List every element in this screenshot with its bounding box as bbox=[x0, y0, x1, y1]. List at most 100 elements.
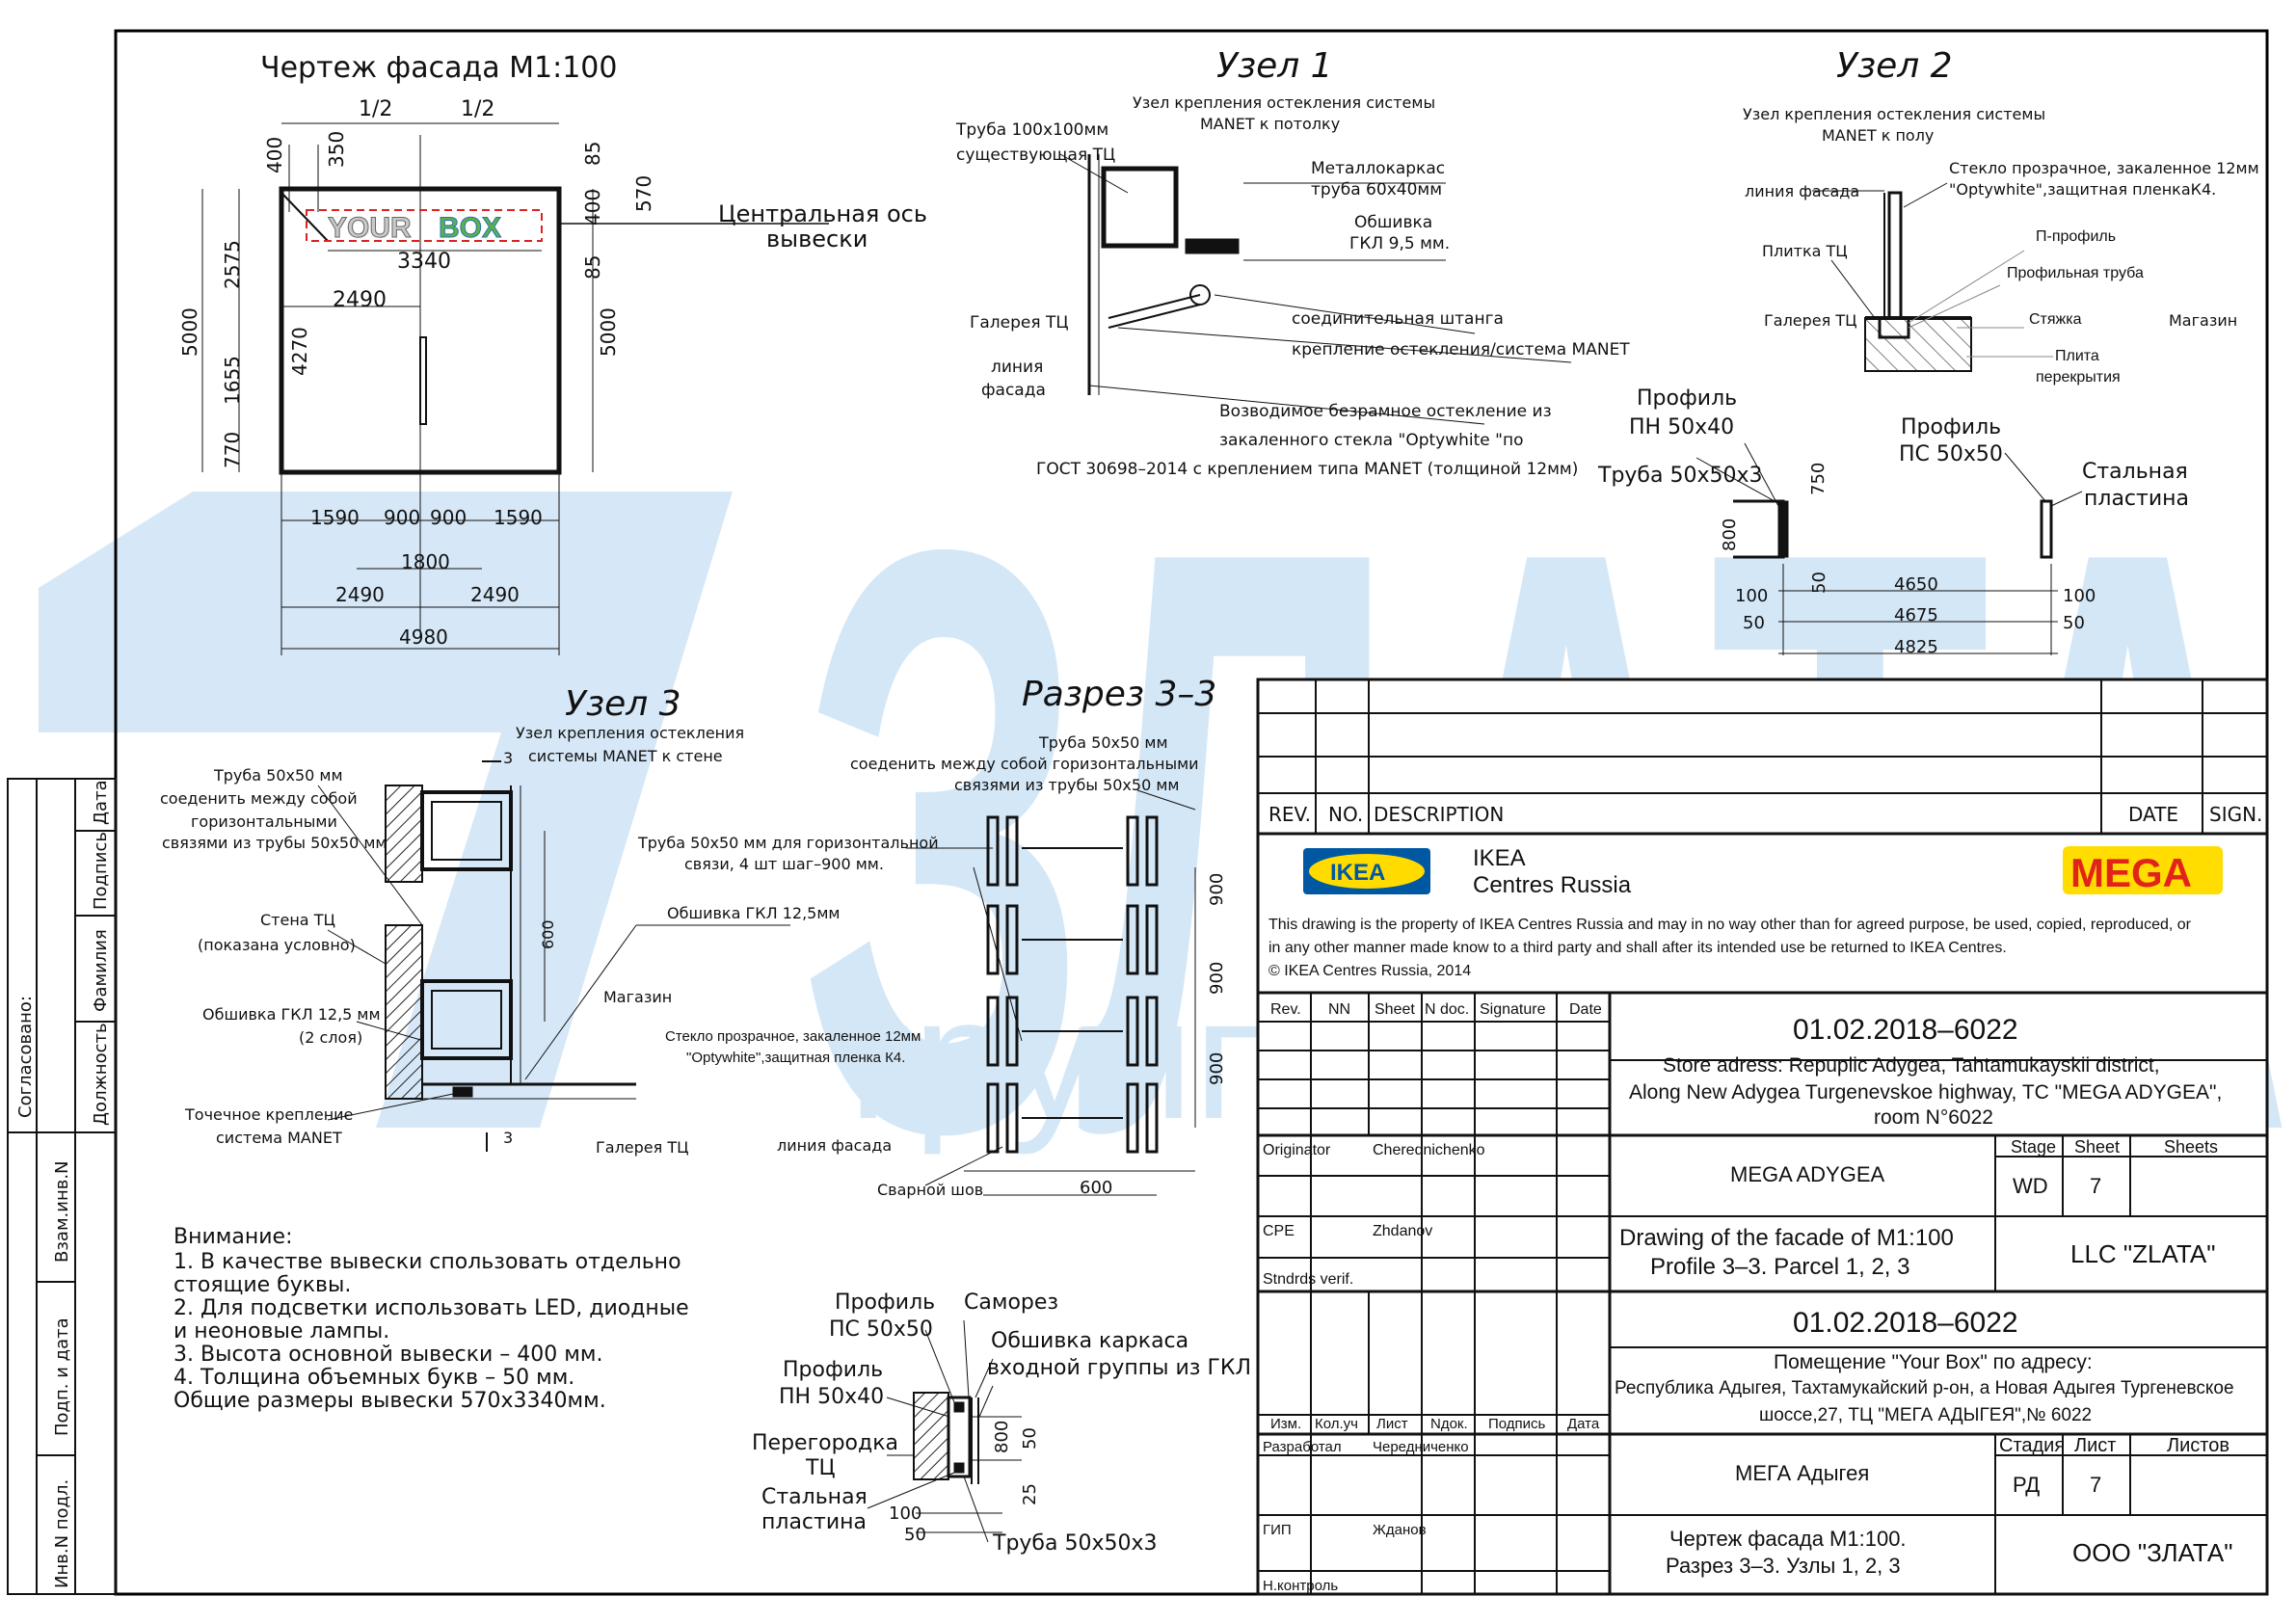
title-block-stndrd-label: Stndrds verif. bbox=[1263, 1271, 1353, 1288]
facade-drawing: Чертеж фасада М1:100 YOUR BOX 1/2 1/2 40… bbox=[178, 51, 927, 655]
title-block-en-cols-4-label: Signature bbox=[1480, 1001, 1546, 1018]
title-block-address-ru-1-label: Республика Адыгея, Тахтамукайский р-он, … bbox=[1615, 1378, 2234, 1398]
node3-subtitle-0-label: Узел крепления остекления bbox=[516, 724, 744, 742]
facade-dims-r570-label: 570 bbox=[632, 175, 655, 212]
facade-dims-r400-label: 400 bbox=[581, 189, 604, 226]
node2-labels-facade-line-label: линия фасада bbox=[1745, 182, 1859, 200]
node1-labels-facade-line-1-label: фасада bbox=[981, 381, 1046, 400]
facade-dims-right-5000-label: 5000 bbox=[597, 307, 620, 357]
profiles-detail-dims-d100a-label: 100 bbox=[1735, 586, 1768, 606]
node2-labels-glass-0-label: Стекло прозрачное, закаленное 12мм bbox=[1949, 159, 2259, 177]
node1-title-label: Узел 1 bbox=[1216, 46, 1333, 86]
node1-labels-glass-0-label: Возводимое безрамное остекление из bbox=[1219, 402, 1552, 421]
title-block-drawing-ru-0-label: Чертеж фасада М1:100. bbox=[1669, 1527, 1907, 1551]
profiles-detail-dims-d800-label: 800 bbox=[1720, 519, 1740, 551]
facade-dims-b4980-label: 4980 bbox=[399, 625, 448, 649]
node3-labels-wall-0-label: Стена ТЦ bbox=[260, 911, 335, 929]
node3-labels-pipe-1-label: соеденить между собой bbox=[160, 789, 358, 808]
node1-labels-facade-line-0-label: линия bbox=[991, 358, 1043, 377]
node1-labels-pipe-0-label: Труба 100х100мм bbox=[955, 120, 1108, 140]
section33-labels-pipe-2-label: связями из трубы 50х50 мм bbox=[954, 776, 1179, 794]
title-block-ru-cols-1-label: Кол.уч bbox=[1315, 1416, 1358, 1432]
section-rows bbox=[986, 815, 1159, 1154]
title-block-nkontr-label: Н.контроль bbox=[1263, 1578, 1338, 1594]
section33-dims-v1-label: 900 bbox=[1207, 873, 1227, 906]
bottom-detail-plate-1-label: пластина bbox=[761, 1510, 867, 1534]
side-stamp: Согласовано: Дата Подпись Фамилия Должно… bbox=[7, 778, 117, 1595]
bottom-detail-skin-1-label: входной группы из ГКЛ bbox=[987, 1356, 1251, 1380]
node1-labels-mount-label: крепление остекления/система MANET bbox=[1292, 340, 1630, 359]
facade-dims-left-1655-label: 1655 bbox=[221, 356, 244, 405]
title-block-cpe-name-label: Zhdanov bbox=[1373, 1223, 1432, 1239]
node2-labels-slab-1-label: перекрытия bbox=[2036, 369, 2121, 386]
node1-labels-gkl-0-label: Обшивка bbox=[1354, 213, 1432, 232]
title-block-ru-cols-3-label: Nдок. bbox=[1430, 1416, 1468, 1432]
node3-labels-point-0-label: Точечное крепление bbox=[184, 1105, 353, 1124]
title-block-address-en-2-label: room N°6022 bbox=[1874, 1106, 1993, 1129]
node3-labels-gkl-0-label: Обшивка ГКЛ 12,5 мм bbox=[202, 1005, 381, 1024]
node3-labels-gallery-label: Галерея ТЦ bbox=[596, 1138, 689, 1157]
node3-labels-wall-1-label: (показана условно) bbox=[198, 936, 356, 954]
node2-subtitle-1-label: MANET к полу bbox=[1822, 126, 1934, 145]
title-block-en-cols-3-label: N doc. bbox=[1425, 1001, 1469, 1018]
profiles-detail-dims-d4675-label: 4675 bbox=[1894, 605, 1938, 625]
facade-dims-half-left-label: 1/2 bbox=[359, 97, 392, 121]
node3-labels-gkl2-label: Обшивка ГКЛ 12,5мм bbox=[667, 904, 840, 922]
profiles-detail: Профиль ПН 50х40 Труба 50х50х3 Профиль П… bbox=[1597, 386, 2189, 657]
node1-labels-gkl-1-label: ГКЛ 9,5 мм. bbox=[1349, 234, 1450, 253]
facade-dims-r85a-label: 85 bbox=[581, 142, 604, 166]
profiles-detail-pn-1-label: ПН 50х40 bbox=[1629, 415, 1734, 439]
title-block-en-cols-1-label: NN bbox=[1328, 1001, 1350, 1018]
facade-dims-left-2575-label: 2575 bbox=[221, 240, 244, 289]
section33-dims-v3-label: 900 bbox=[1207, 1052, 1227, 1085]
title-block-address-en-0-label: Store adress: Repuplic Adygea, Tahtamuka… bbox=[1663, 1054, 2160, 1077]
facade-dims-b900a-label: 900 bbox=[384, 506, 420, 529]
node3-detail: Узел 3 Узел крепления остекления системы… bbox=[160, 684, 921, 1157]
node3-labels-pipe-0-label: Труба 50х50 мм bbox=[213, 766, 343, 785]
facade-dims-b1800-label: 1800 bbox=[401, 550, 450, 573]
bottom-detail-partition-1-label: ТЦ bbox=[805, 1456, 836, 1480]
notes-title-label: Внимание: bbox=[174, 1225, 292, 1249]
profiles-detail-dims-d4825-label: 4825 bbox=[1894, 637, 1938, 657]
bottom-detail-dims-d25-label: 25 bbox=[1020, 1483, 1040, 1505]
title-block-rev-header-rev-label: REV. bbox=[1268, 803, 1311, 826]
bottom-detail-pipe-label: Труба 50х50х3 bbox=[992, 1531, 1158, 1556]
profiles-detail-dims-d50b-label: 50 bbox=[2063, 613, 2085, 633]
section33-labels-pipe-h-0-label: Труба 50х50 мм для горизонтальной bbox=[637, 834, 939, 852]
node2-labels-slab-0-label: Плита bbox=[2055, 348, 2099, 364]
title-block-stage-hdr-0-label: Stage bbox=[2011, 1137, 2056, 1157]
title-block-disclaimer-2-label: © IKEA Centres Russia, 2014 bbox=[1268, 963, 1471, 979]
node3-labels-pipe-2-label: горизонтальными bbox=[191, 812, 337, 831]
section33-detail: Разрез 3–3 Труба 50х50 мм соеденить межд… bbox=[637, 675, 1227, 1199]
title-block-company-en-label: LLC "ZLATA" bbox=[2070, 1239, 2215, 1268]
profiles-detail-dims-d100b-label: 100 bbox=[2063, 586, 2096, 606]
title-block-drawing-ru-1-label: Разрез 3–3. Узлы 1, 2, 3 bbox=[1666, 1554, 1901, 1578]
node2-labels-screed-label: Стяжка bbox=[2029, 311, 2082, 328]
title-block-originator-label: Originator bbox=[1263, 1142, 1331, 1158]
facade-dims-top-350-label: 350 bbox=[325, 131, 348, 168]
facade-title: Чертеж фасада М1:100 bbox=[260, 51, 617, 85]
node3-labels-point-1-label: система MANET bbox=[216, 1129, 342, 1147]
title-block-stage-val-ru-0-label: РД bbox=[2013, 1473, 2040, 1497]
title-block-stage-hdr-2-label: Sheets bbox=[2164, 1137, 2218, 1157]
section33-dims-h-label: 600 bbox=[1080, 1178, 1112, 1198]
title-block-disclaimer-1-label: in any other manner made know to a third… bbox=[1268, 940, 2007, 956]
title-block-address-en-1-label: Along New Adygea Turgenevskoe highway, T… bbox=[1629, 1081, 2222, 1104]
profiles-detail-plate-1-label: пластина bbox=[2084, 487, 2189, 511]
section33-labels-weld-label: Сварной шов bbox=[877, 1181, 983, 1199]
title-block-address-ru-0-label: Помещение "Your Box" по адресу: bbox=[1774, 1351, 2093, 1373]
section33-title-label: Разрез 3–3 bbox=[1022, 675, 1216, 714]
notes-lines-4-label: 3. Высота основной вывески – 400 мм. bbox=[174, 1343, 602, 1367]
facade-dims-b1590a-label: 1590 bbox=[310, 506, 360, 529]
title-block-stage-val-1-label: 7 bbox=[2090, 1174, 2101, 1198]
title-block-rev-header-desc-label: DESCRIPTION bbox=[1374, 803, 1504, 826]
node2-subtitle-0-label: Узел крепления остекления системы bbox=[1743, 105, 2045, 123]
notes-lines-5-label: 4. Толщина объемных букв – 50 мм. bbox=[174, 1366, 574, 1390]
title-block-project-ru-label: МЕГА Адыгея bbox=[1735, 1461, 1869, 1485]
title-block-drawing-en-0-label: Drawing of the facade of M1:100 bbox=[1619, 1225, 1954, 1251]
bottom-detail-dims-d50-label: 50 bbox=[1020, 1427, 1040, 1450]
bottom-detail-partition-0-label: Перегородка bbox=[752, 1431, 898, 1455]
title-block-project-en-label: MEGA ADYGEA bbox=[1730, 1162, 1884, 1186]
facade-dims-b2490a-label: 2490 bbox=[335, 583, 385, 606]
node3-labels-cut-label: 3 bbox=[503, 749, 513, 767]
